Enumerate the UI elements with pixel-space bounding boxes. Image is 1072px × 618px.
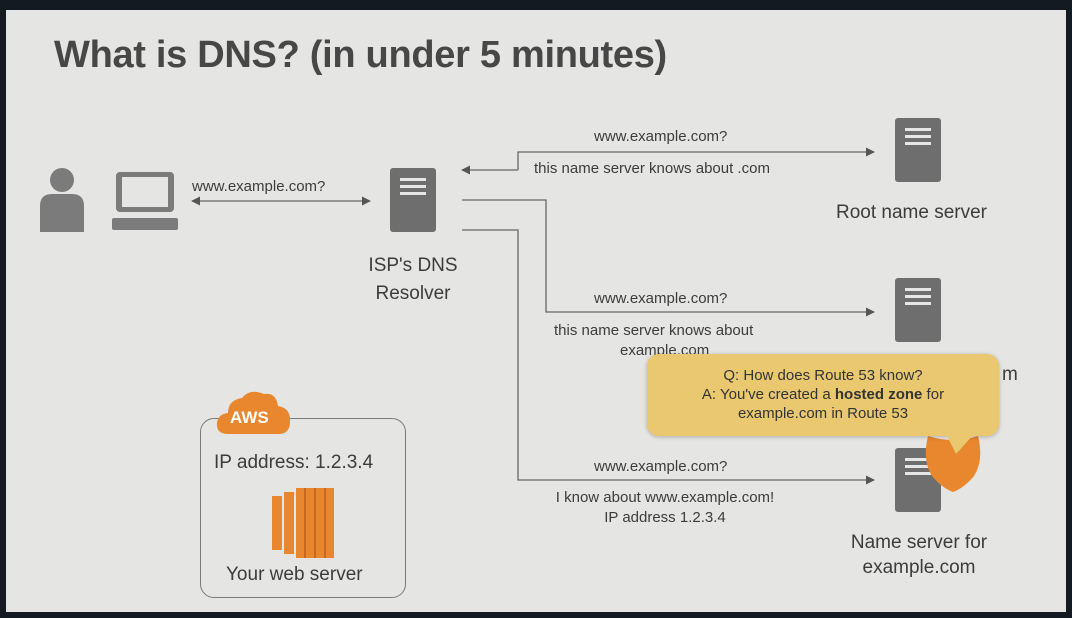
resolver-server-icon [390,168,436,232]
aws-cloud-icon [216,391,291,434]
web-server-label: Your web server [226,564,363,585]
ns-answer-label: I know about www.example.com! IP address… [555,489,775,526]
callout-pointer [946,434,974,454]
web-server-ip-label: IP address: 1.2.3.4 [214,452,374,473]
slide: What is DNS? (in under 5 minutes) ww [6,10,1066,612]
com-server-icon [895,278,941,342]
com-server-label-tail: m [1002,364,1018,385]
route53-shield-icon [925,436,981,492]
laptop-icon [112,172,178,230]
user-icon [40,168,84,232]
root-server-label: Root name server [836,202,988,223]
route53-callout: Q: How does Route 53 know? A: You've cre… [647,354,999,436]
com-answer-line1: this name server knows about [554,322,754,339]
resolver-label: ISP's DNS Resolver [368,255,458,304]
com-query-label: www.example.com? [594,290,728,307]
to-ns-arrow [462,229,875,485]
ns-server-label: Name server for example.com [850,532,988,578]
client-query-label: www.example.com? [192,178,326,195]
root-answer-label: this name server knows about .com [534,160,770,177]
web-server-box [200,418,406,598]
ec2-instance-icon [272,488,334,558]
to-com-arrow [462,199,875,317]
to-root-arrow [517,147,875,170]
root-server-icon [895,118,941,182]
connector-lines [191,147,875,485]
root-query-label: www.example.com? [594,128,728,145]
aws-badge-label: AWS [230,408,269,427]
page-title: What is DNS? (in under 5 minutes) [54,34,667,76]
ns-query-label: www.example.com? [594,458,728,475]
